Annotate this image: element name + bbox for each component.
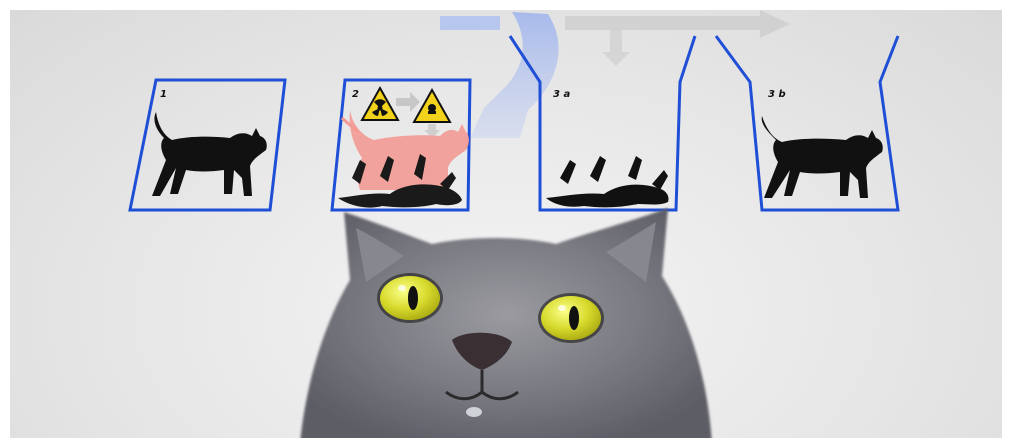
left-eye xyxy=(377,273,443,323)
poison-warning-icon xyxy=(414,90,450,122)
right-eye xyxy=(538,293,604,343)
panel-label: 1 xyxy=(160,89,167,100)
alive-cat-silhouette xyxy=(152,112,267,196)
dead-cat-silhouette xyxy=(546,156,669,207)
panel-3b: 3 b xyxy=(716,36,898,210)
transition-arrow-icon xyxy=(396,92,420,112)
radiation-warning-icon xyxy=(362,88,398,120)
panel-label: 2 xyxy=(352,89,359,100)
panel-2: 2 xyxy=(332,80,470,210)
box-outline xyxy=(716,36,898,210)
cat-face-photo xyxy=(300,208,712,444)
panel-label: 3 b xyxy=(768,89,786,100)
panel-1: 1 xyxy=(130,80,285,210)
alive-cat-silhouette xyxy=(762,116,883,198)
cat-teeth xyxy=(466,407,482,417)
panel-label: 3 a xyxy=(553,89,570,100)
background-arrows xyxy=(440,10,790,138)
